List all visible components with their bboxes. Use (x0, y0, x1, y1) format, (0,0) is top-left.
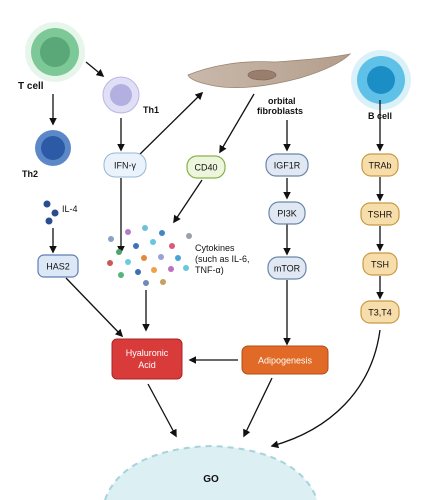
tshr-box: TSHR (360, 202, 400, 226)
arrow-ifn-to-fibroblast (135, 91, 204, 159)
cytokines-label-line3: TNF-α) (195, 265, 224, 275)
tsh-box: TSH (362, 252, 398, 276)
fibroblast-label-line1: orbital (268, 96, 296, 106)
il4-label: IL-4 (62, 204, 78, 214)
arrow-adipogenesis-to-go (243, 377, 273, 438)
b-cell-icon (351, 50, 411, 110)
th1-label: Th1 (143, 105, 159, 115)
igf1r-label: IGF1R (274, 161, 301, 171)
cd40-label: CD40 (194, 163, 217, 173)
arrow-hyaluronic-to-go (147, 383, 177, 438)
orbital-fibroblast-icon (187, 53, 352, 88)
t3t4-label: T3,T4 (368, 308, 392, 318)
th2-cell-icon (35, 130, 71, 166)
trab-box: TRAb (361, 153, 399, 177)
hyaluronic-label-line1: Hyaluronic (126, 348, 169, 358)
ifn-gamma-label: IFN-γ (114, 161, 136, 171)
arrow-t3t4-to-go (270, 329, 381, 449)
has2-label: HAS2 (46, 262, 70, 272)
tsh-label: TSH (371, 260, 389, 270)
tshr-label: TSHR (368, 210, 393, 220)
t-cell-label: T cell (18, 81, 44, 92)
arrow-cd40-to-cytokines (173, 179, 203, 224)
cytokines-label-line1: Cytokines (195, 243, 235, 253)
go-label: GO (203, 474, 219, 485)
arrow-tcell-to-th1 (85, 61, 105, 77)
cd40-box: CD40 (186, 155, 226, 179)
adipogenesis-box: Adipogenesis (241, 345, 329, 375)
connector-arrows (49, 61, 384, 449)
t-cell-icon (25, 22, 85, 82)
igf1r-box: IGF1R (265, 153, 309, 177)
fibroblast-label-line2: fibroblasts (257, 106, 303, 116)
pi3k-label: PI3K (277, 209, 297, 219)
t3t4-box: T3,T4 (360, 300, 400, 324)
pi3k-box: PI3K (268, 201, 306, 225)
th2-label: Th2 (22, 169, 38, 179)
trab-label: TRAb (368, 161, 391, 171)
arrow-has2-to-hyaluronic (65, 277, 124, 338)
go-dome (104, 444, 318, 500)
cytokines-label-line2: (such as IL-6, (195, 254, 250, 264)
cytokine-cloud (107, 225, 192, 286)
has2-box: HAS2 (37, 254, 79, 278)
hyaluronic-acid-box: Hyaluronic Acid (111, 338, 183, 380)
mtor-label: mTOR (274, 264, 301, 274)
adipogenesis-label: Adipogenesis (258, 356, 313, 366)
hyaluronic-label-line2: Acid (138, 360, 156, 370)
arrow-fibroblast-to-cd40 (219, 93, 255, 154)
mtor-box: mTOR (267, 256, 307, 280)
ifn-gamma-box: IFN-γ (103, 152, 147, 178)
il4-molecules (43, 200, 59, 225)
th1-cell-icon (102, 76, 140, 114)
